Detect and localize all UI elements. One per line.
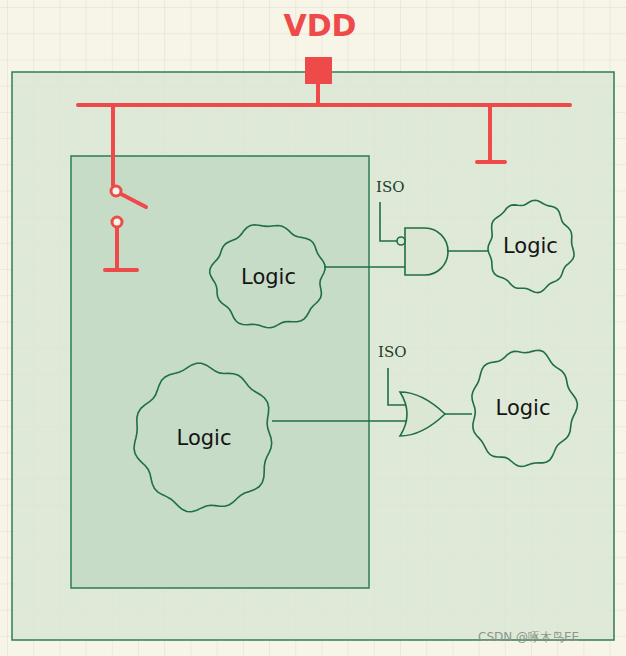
switch-contact bbox=[111, 186, 121, 196]
switch-contact bbox=[112, 217, 122, 227]
signal-name: ISO bbox=[378, 343, 407, 361]
logic-cloud: Logic bbox=[130, 360, 278, 516]
logic-label: Logic bbox=[177, 426, 232, 450]
isolation-wiring bbox=[380, 202, 407, 405]
logic-cloud: Logic bbox=[466, 345, 580, 471]
logic-label: Logic bbox=[241, 265, 296, 289]
logic-cloud: Logic bbox=[207, 220, 330, 333]
logic-label: Logic bbox=[503, 234, 558, 258]
signal-name: ISO bbox=[376, 178, 405, 196]
always-on-domain bbox=[12, 72, 614, 640]
logic-cloud: Logic bbox=[483, 196, 578, 296]
logic-label: Logic bbox=[496, 396, 551, 420]
watermark: CSDN @啄木鸟EE bbox=[478, 629, 579, 646]
and-gate bbox=[405, 228, 448, 275]
inverter-bubble bbox=[397, 237, 405, 245]
signal-wire bbox=[324, 251, 489, 267]
vdd-pad bbox=[305, 57, 332, 84]
switchable-domain bbox=[71, 156, 369, 588]
supply-name: VDD bbox=[283, 8, 356, 43]
or-gate bbox=[400, 392, 445, 436]
power-rail bbox=[78, 84, 570, 270]
signal-wire bbox=[272, 414, 472, 421]
